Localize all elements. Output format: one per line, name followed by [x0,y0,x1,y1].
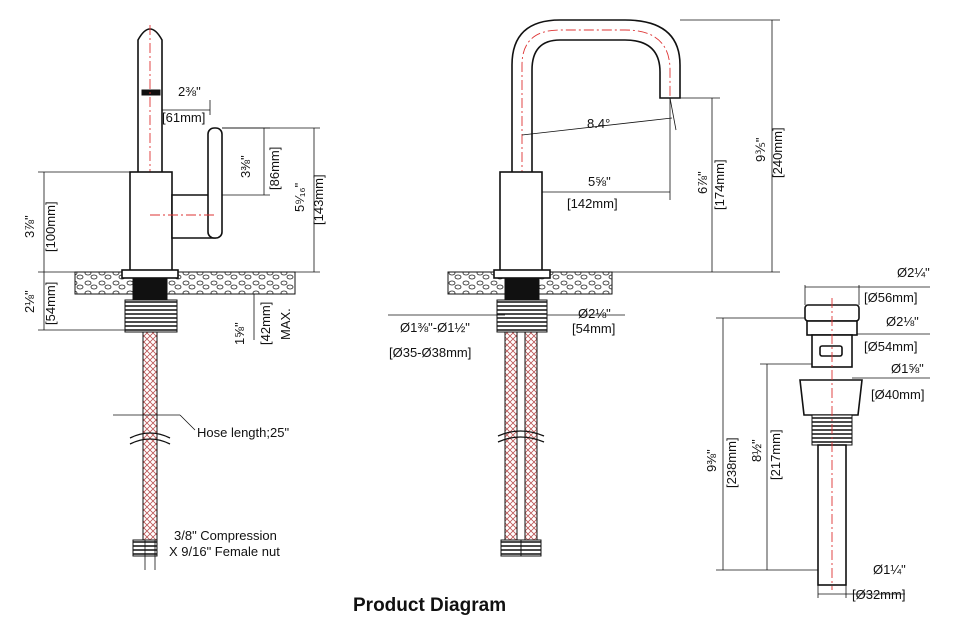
supply-hose [142,331,158,543]
left-side-view [38,25,320,570]
front-spout-height-mm: [174mm] [712,159,727,210]
faucet-body [129,171,173,273]
drain-body-in: Ø1⅝" [891,361,924,376]
front-base-mm: [54mm] [572,321,615,336]
front-hole-mm: [Ø35-Ø38mm] [389,345,471,360]
diagram-caption: Product Diagram [353,595,506,616]
handle-lever [207,127,223,239]
left-height-in: 5⁹⁄₁₆" [292,182,307,212]
drain-pipe-in: Ø1¼" [873,562,906,577]
drain-view [716,285,930,598]
connector-line-1: 3/8" Compression [174,528,277,543]
mounting-nut [124,299,178,333]
left-handle-mm: [86mm] [267,147,282,190]
drain-flange-mm: [Ø54mm] [864,339,917,354]
connector-line-2: X 9/16" Female nut [169,544,280,559]
base-plate [121,269,179,279]
left-reach-in: 2⅜" [178,84,201,99]
drain-total-in: 9⅜" [704,449,719,472]
left-deck-max: MAX. [278,308,293,340]
drain-body [799,379,863,416]
front-base-in: Ø2⅛" [578,306,611,321]
left-reach-mm: [61mm] [162,110,205,125]
drain-tail-in: 8½" [749,439,764,462]
front-total-height-in: 9⅗" [753,137,768,162]
countertop [74,271,296,295]
drain-tail-mm: [217mm] [768,429,783,480]
drain-cap-mm: [Ø56mm] [864,290,917,305]
drain-total-mm: [238mm] [724,437,739,488]
drain-pipe-mm: [Ø32mm] [852,587,905,602]
hose-length-label: Hose length;25" [197,425,289,440]
front-reach-mm: [142mm] [567,196,618,211]
left-shank-mm: [54mm] [43,282,58,325]
front-spout-height-in: 6⅞" [695,171,710,194]
front-body [499,171,543,273]
left-handle-in: 3⅜" [238,155,253,178]
aerator-mark [141,89,161,96]
left-height-mm: [143mm] [311,174,326,225]
left-body-in: 3⅞" [22,215,37,238]
front-reach-in: 5⅝" [588,174,611,189]
front-hole-in: Ø1⅜"-Ø1½" [400,320,470,335]
left-deck-in: 1⅝" [232,322,247,345]
front-view [388,19,780,557]
drain-flange-in: Ø2⅛" [886,314,919,329]
drain-body-mm: [Ø40mm] [871,387,924,402]
left-deck-mm: [42mm] [258,302,273,345]
front-total-height-mm: [240mm] [770,127,785,178]
left-body-mm: [100mm] [43,201,58,252]
front-angle: 8.4° [587,116,610,131]
drain-cap-in: Ø2¼" [897,265,930,280]
left-shank-in: 2⅛" [22,290,37,313]
